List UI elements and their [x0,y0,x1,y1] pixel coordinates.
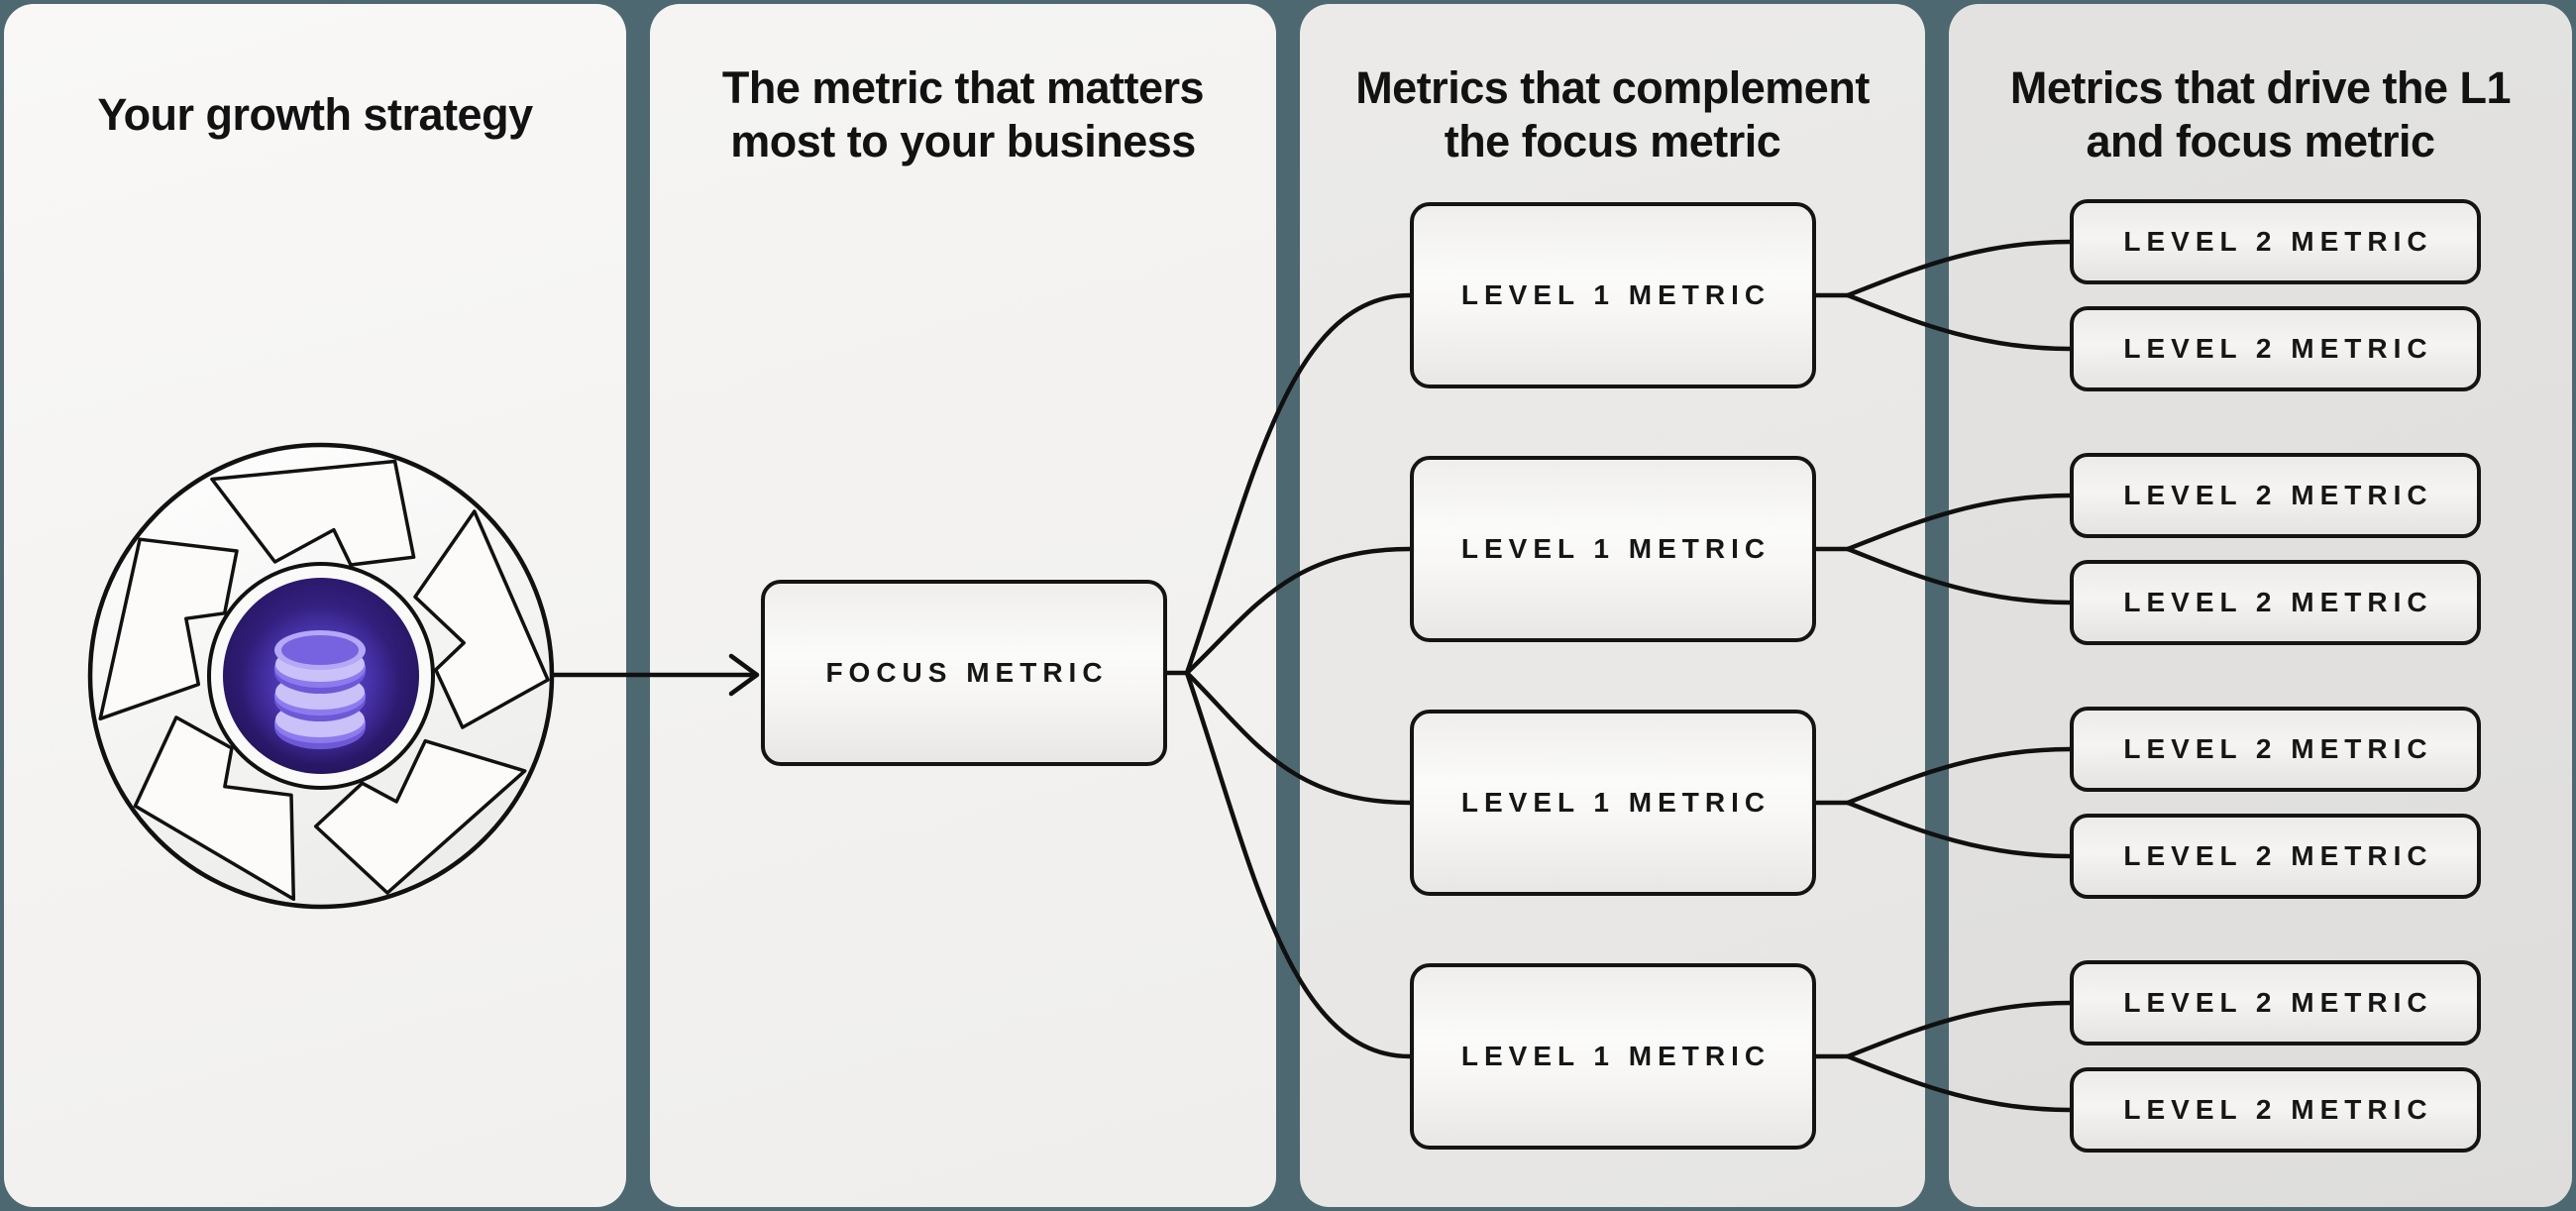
flywheel-blades [98,459,550,902]
focus-metric-box: FOCUS METRIC [761,580,1167,766]
flywheel-graphic [87,442,555,910]
level2-metric-box: LEVEL 2 METRIC [2070,960,2481,1046]
level2-metric-label: LEVEL 2 METRIC [2123,840,2433,871]
panel-title-level1-metrics: Metrics that complement the focus metric [1355,62,1870,166]
level1-metric-box: LEVEL 1 METRIC [1410,963,1816,1150]
panel-title-level2-metrics: Metrics that drive the L1 and focus metr… [2009,62,2512,166]
level2-metric-box: LEVEL 2 METRIC [2070,560,2481,645]
level2-metric-label: LEVEL 2 METRIC [2123,587,2433,617]
panel-focus-metric: The metric that matters most to your bus… [650,4,1276,1207]
level2-metric-box: LEVEL 2 METRIC [2070,453,2481,538]
level2-metric-box: LEVEL 2 METRIC [2070,707,2481,792]
focus-metric-label: FOCUS METRIC [825,657,1109,688]
database-icon [241,606,399,765]
level2-metric-label: LEVEL 2 METRIC [2123,1094,2433,1125]
level2-metric-box: LEVEL 2 METRIC [2070,306,2481,391]
level2-metric-label: LEVEL 2 METRIC [2123,987,2433,1018]
level1-metric-label: LEVEL 1 METRIC [1460,533,1771,564]
level2-metric-box: LEVEL 2 METRIC [2070,1067,2481,1153]
level1-metric-box: LEVEL 1 METRIC [1410,202,1816,388]
level1-metric-box: LEVEL 1 METRIC [1410,456,1816,642]
level2-metric-box: LEVEL 2 METRIC [2070,814,2481,899]
level2-metric-label: LEVEL 2 METRIC [2123,333,2433,364]
level1-metric-box: LEVEL 1 METRIC [1410,710,1816,896]
level1-metric-label: LEVEL 1 METRIC [1460,1041,1771,1071]
level1-metric-label: LEVEL 1 METRIC [1460,787,1771,818]
level1-metric-label: LEVEL 1 METRIC [1460,279,1771,310]
level2-metric-box: LEVEL 2 METRIC [2070,199,2481,284]
panel-title-focus-metric: The metric that matters most to your bus… [721,62,1205,166]
panel-title-growth-strategy: Your growth strategy [97,89,533,140]
level2-metric-label: LEVEL 2 METRIC [2123,480,2433,510]
level2-metric-label: LEVEL 2 METRIC [2123,226,2433,257]
level2-metric-label: LEVEL 2 METRIC [2123,733,2433,764]
